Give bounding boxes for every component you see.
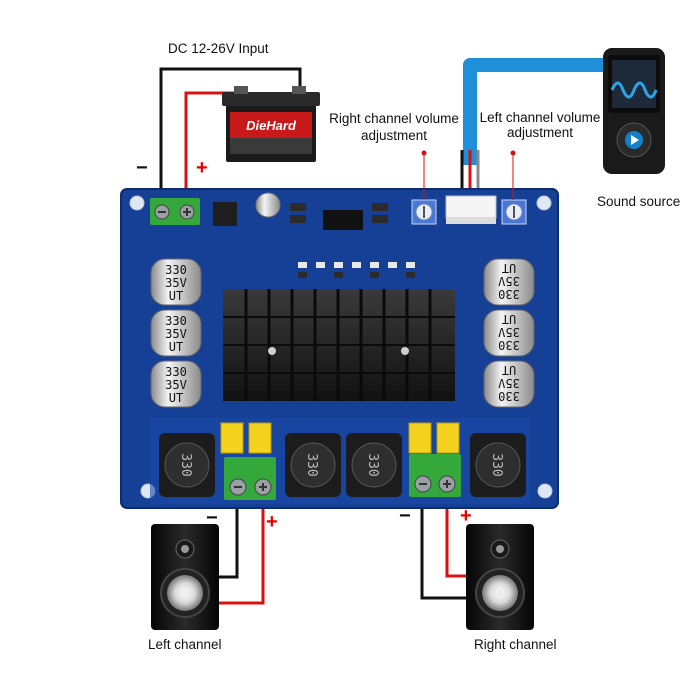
- left-positive-sign: +: [266, 511, 278, 533]
- music-player-icon: [603, 48, 665, 174]
- power-negative-sign: −: [136, 157, 148, 179]
- inductor: 330: [285, 433, 341, 497]
- ic-chip: [323, 210, 363, 230]
- left-speaker: [151, 524, 219, 630]
- right-positive-sign: +: [460, 505, 472, 527]
- svg-text:330: 330: [165, 314, 187, 328]
- svg-text:35V: 35V: [165, 378, 187, 392]
- svg-text:UT: UT: [502, 261, 516, 275]
- svg-text:330: 330: [304, 453, 319, 476]
- right-channel-label: Right channel: [474, 637, 557, 652]
- inductor: 330: [159, 433, 215, 497]
- right-negative-sign: −: [399, 505, 411, 527]
- right-speaker: [466, 524, 534, 630]
- svg-text:330: 330: [178, 453, 193, 476]
- sound-source-label: Sound source: [597, 194, 681, 209]
- capacitor-bank: 330 35V UT 330 35V UT 330 35V UT 330 35V…: [150, 258, 535, 408]
- right-speaker-wires: [420, 485, 469, 600]
- left-volume-pot[interactable]: [501, 199, 527, 225]
- capacitor: 330 35V UT: [150, 360, 202, 408]
- left-negative-sign: −: [206, 507, 218, 529]
- inductor: 330: [470, 433, 526, 497]
- svg-text:UT: UT: [169, 340, 183, 354]
- volume-pointer-lines: [421, 150, 516, 200]
- left-speaker-wires: [216, 488, 265, 605]
- svg-text:35V: 35V: [498, 376, 520, 390]
- svg-text:330: 330: [498, 389, 520, 403]
- right-volume-label: Right channel volume adjustment: [329, 111, 459, 143]
- capacitor: 330 35V UT: [483, 258, 535, 306]
- power-input-label: DC 12-26V Input: [168, 41, 269, 56]
- diode: [213, 202, 237, 226]
- svg-text:UT: UT: [502, 363, 516, 377]
- svg-text:UT: UT: [169, 289, 183, 303]
- capacitor: 330 35V UT: [483, 309, 535, 357]
- svg-text:35V: 35V: [165, 327, 187, 341]
- svg-text:330: 330: [489, 453, 504, 476]
- film-capacitors: [220, 422, 460, 454]
- heatsink: [223, 289, 455, 401]
- left-channel-label: Left channel: [148, 637, 222, 652]
- capacitor: 330 35V UT: [150, 258, 202, 306]
- smd-component-row: [298, 262, 415, 278]
- svg-text:330: 330: [498, 338, 520, 352]
- power-terminal: [150, 198, 200, 225]
- right-output-terminal: [409, 454, 461, 497]
- power-positive-sign: +: [196, 157, 208, 179]
- battery: DieHard: [222, 86, 320, 162]
- right-volume-pot[interactable]: [411, 199, 437, 225]
- capacitor: 330 35V UT: [483, 360, 535, 408]
- svg-text:35V: 35V: [165, 276, 187, 290]
- capacitor: 330 35V UT: [150, 309, 202, 357]
- svg-text:330: 330: [365, 453, 380, 476]
- audio-input-header: [445, 195, 497, 219]
- battery-brand: DieHard: [246, 118, 297, 133]
- left-output-terminal: [224, 457, 276, 500]
- svg-text:35V: 35V: [498, 274, 520, 288]
- inductor: 330: [346, 433, 402, 497]
- svg-text:UT: UT: [502, 312, 516, 326]
- svg-text:UT: UT: [169, 391, 183, 405]
- small-capacitor: [255, 192, 281, 218]
- svg-text:330: 330: [498, 287, 520, 301]
- left-volume-label: Left channel volume adjustment: [479, 110, 601, 140]
- svg-text:330: 330: [165, 263, 187, 277]
- svg-text:35V: 35V: [498, 325, 520, 339]
- svg-text:330: 330: [165, 365, 187, 379]
- inductor-row: 330 330 330 330: [159, 433, 526, 497]
